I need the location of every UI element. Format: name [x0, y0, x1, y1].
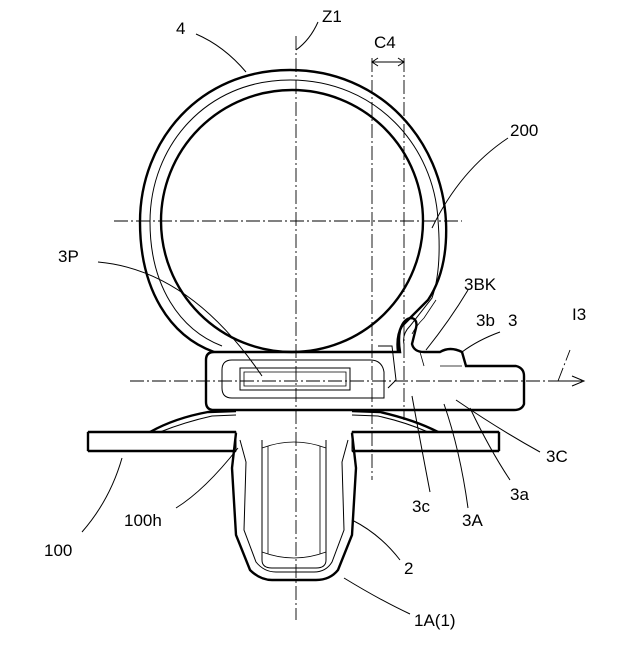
label-3a-lower: 3a [510, 485, 529, 504]
label-3a-upper: 3A [462, 511, 483, 530]
flange-skirt [150, 411, 438, 432]
label-z1: Z1 [322, 7, 342, 26]
label-100: 100 [44, 541, 72, 560]
label-i3: I3 [572, 305, 586, 324]
label-2: 2 [404, 559, 413, 578]
reference-labels: 4 Z1 C4 200 3P 3BK 3b 3 I3 3C 3c 3A 3a 1… [44, 7, 586, 630]
label-3bk: 3BK [464, 275, 497, 294]
label-3b: 3b [476, 311, 495, 330]
label-c4: C4 [374, 33, 396, 52]
label-3p: 3P [58, 247, 79, 266]
panel-100 [88, 432, 499, 451]
label-4: 4 [176, 19, 185, 38]
anchor-body-2 [232, 433, 356, 580]
label-3: 3 [508, 311, 517, 330]
label-3c-lower: 3c [412, 497, 430, 516]
label-200: 200 [510, 121, 538, 140]
strap-4 [140, 70, 446, 352]
label-1a: 1A(1) [414, 611, 456, 630]
label-3c-upper: 3C [546, 447, 568, 466]
label-100h: 100h [124, 511, 162, 530]
